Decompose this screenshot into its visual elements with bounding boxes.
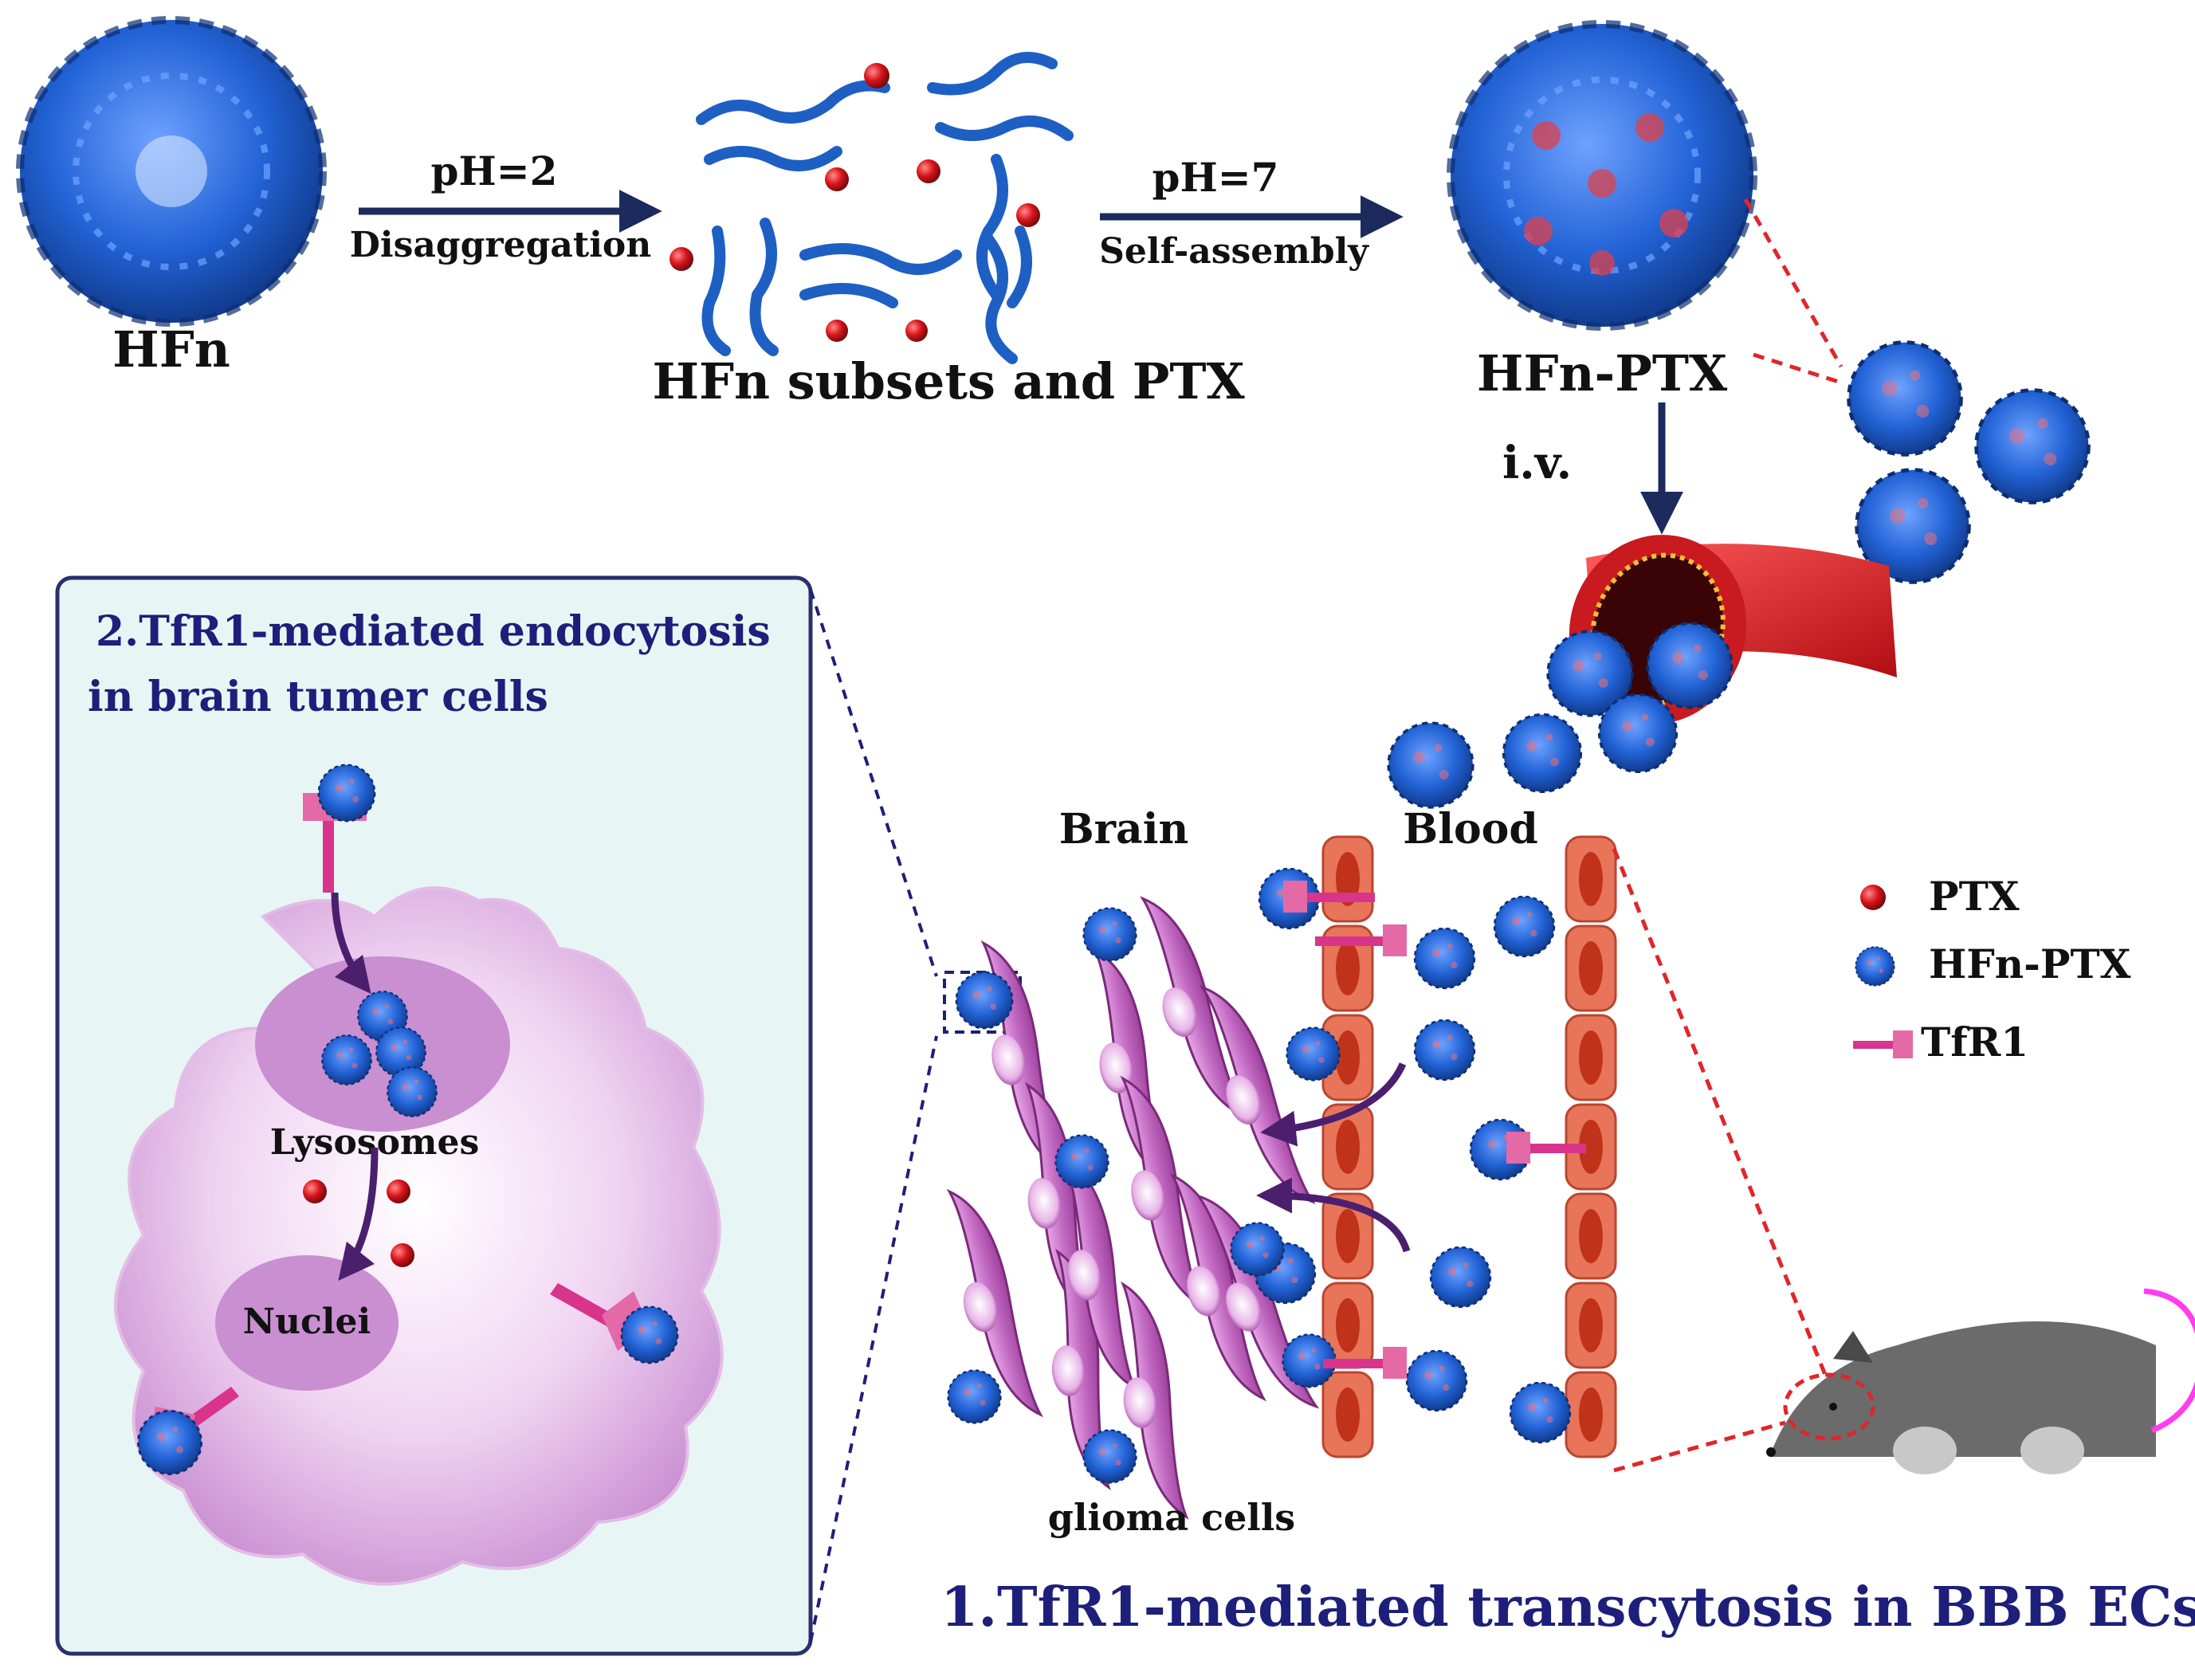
transcytosis-title: 1.TfR1-mediated transcytosis in BBB ECs <box>940 1576 2195 1639</box>
endocytosis-arrow-2 <box>338 1147 379 1282</box>
bbb-receptors <box>1283 881 1586 1379</box>
subsets-label: HFn subsets and PTX <box>652 352 1245 410</box>
zoom-dashed-mouse-top <box>1612 848 1828 1376</box>
legend-tfr1-swatch <box>1853 1030 1913 1058</box>
endothelial-cell <box>1321 835 1374 923</box>
mouse <box>1766 1288 2195 1474</box>
hfn-ptx-label: HFn-PTX <box>1477 344 1728 402</box>
endothelial-cell <box>1321 924 1374 1012</box>
legend-tfr1-label: TfR1 <box>1921 1019 2028 1066</box>
endothelial-cell <box>1321 1192 1374 1280</box>
ptx-molecules-free <box>669 63 1040 342</box>
glioma-label: glioma cells <box>1048 1496 1295 1539</box>
iv-label: i.v. <box>1502 437 1572 489</box>
receptor-top <box>303 763 376 893</box>
glioma-cell <box>946 1188 1044 1418</box>
zoom-dashed-bottom <box>1753 352 1842 385</box>
endothelial-cell <box>1565 1192 1617 1280</box>
nucleus <box>215 1255 399 1391</box>
hfn-subsets <box>696 52 1074 364</box>
zoom-dashed-top <box>1743 198 1844 368</box>
zoom-dashed-panel-bottom <box>809 1035 938 1643</box>
legend-hfn-ptx-label: HFn-PTX <box>1929 940 2131 987</box>
endothelial-cell <box>1565 1014 1617 1101</box>
endothelial-cell <box>1321 1371 1374 1458</box>
transcytosis-arrow-1 <box>1260 1062 1407 1147</box>
endothelial-cell <box>1321 1103 1374 1191</box>
brain-label: Brain <box>1059 805 1189 854</box>
endothelial-column-right <box>1565 835 1617 1458</box>
endothelial-cell <box>1565 1371 1617 1458</box>
endothelial-cell <box>1565 924 1617 1012</box>
legend: PTX HFn-PTX TfR1 <box>1853 873 2131 1066</box>
legend-hfn-ptx-swatch <box>1855 946 1895 987</box>
legend-ptx-swatch <box>1860 885 1886 910</box>
legend-ptx-label: PTX <box>1929 873 2020 920</box>
self-assembly-label: Self-assembly <box>1099 231 1369 272</box>
glioma-cell <box>1199 985 1316 1204</box>
transcytosis-arrow-2 <box>1256 1177 1411 1253</box>
receptor-right <box>550 1283 679 1364</box>
endothelial-cell <box>1565 1103 1617 1191</box>
ph7-label: pH=7 <box>1152 154 1279 201</box>
glioma-cell <box>1120 1075 1205 1309</box>
glioma-cell <box>1121 1281 1189 1520</box>
hfn-ptx-nanoparticles-zoom <box>1849 343 2089 583</box>
released-ptx <box>303 1180 414 1267</box>
glioma-cell <box>1051 1248 1111 1490</box>
ph2-label: pH=2 <box>431 147 558 194</box>
hfn-cage <box>16 16 327 327</box>
hfn-ptx-cage <box>1447 20 1757 331</box>
nuclei-label: Nuclei <box>243 1301 371 1342</box>
panel2-title-line2: in brain tumer cells <box>88 673 548 721</box>
disaggregation-label: Disaggregation <box>350 225 652 265</box>
mouse-head-zoom <box>1783 1372 1875 1441</box>
panel2-title-line1: 2.TfR1-mediated endocytosis <box>96 607 771 656</box>
receptor-left <box>137 1387 239 1475</box>
endothelial-cell <box>1565 835 1617 923</box>
endocytosis-arrow-1 <box>331 892 371 995</box>
endothelial-cell <box>1565 1282 1617 1369</box>
hfn-label: HFn <box>112 320 230 379</box>
zoom-dashed-mouse-bottom <box>1613 1420 1786 1473</box>
blood-label: Blood <box>1403 805 1537 854</box>
zoom-dashed-panel-top <box>809 589 938 977</box>
